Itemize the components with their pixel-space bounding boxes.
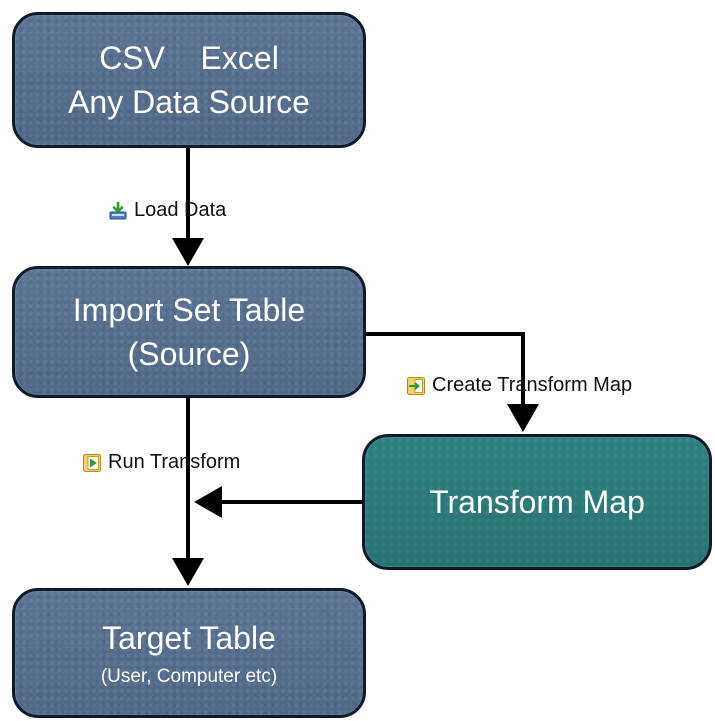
node-data-source-line2: Any Data Source: [68, 84, 310, 120]
load-data-icon: [108, 201, 128, 221]
node-transform-map-line1: Transform Map: [429, 484, 645, 520]
edge-label-run-transform: Run Transform: [82, 451, 240, 474]
edge-create-transform-map: [366, 332, 539, 432]
edge-label-create-transform-map: Create Transform Map: [406, 374, 632, 397]
run-transform-icon: [82, 453, 102, 473]
create-transform-map-icon: [406, 376, 426, 396]
edge-label-load-data: Load Data: [108, 199, 226, 222]
node-import-set-table-line1: Import Set Table: [72, 292, 306, 328]
node-target-table-line1: Target Table: [102, 620, 276, 656]
node-import-set-table-line2: (Source): [127, 336, 251, 372]
node-data-source-line1: CSV Excel: [99, 40, 279, 76]
node-target-table: Target Table (User, Computer etc): [12, 588, 366, 718]
edge-label-load-data-text: Load Data: [134, 199, 227, 221]
node-data-source: CSV Excel Any Data Source: [12, 12, 366, 148]
edge-label-run-transform-text: Run Transform: [108, 451, 241, 473]
edge-label-create-transform-map-text: Create Transform Map: [432, 374, 633, 396]
node-target-table-line2: (User, Computer etc): [100, 666, 278, 687]
node-import-set-table: Import Set Table (Source): [12, 266, 366, 398]
node-transform-map: Transform Map: [362, 434, 712, 570]
